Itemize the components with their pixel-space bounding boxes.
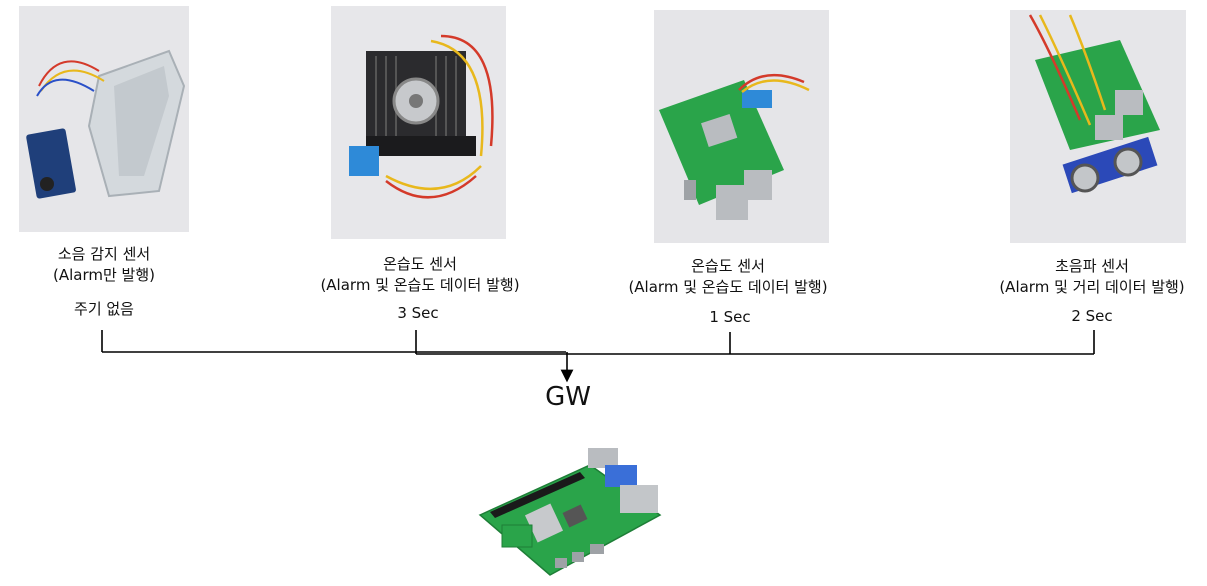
sensor-period: 3 Sec xyxy=(397,304,439,322)
temp-humidity-board-photo-1 xyxy=(331,6,506,239)
gateway-label: GW xyxy=(545,382,591,412)
gateway-board-image xyxy=(470,440,670,582)
sensor-description: (Alarm만 발행) xyxy=(52,266,155,284)
sensor-caption: 온습도 센서 (Alarm 및 온습도 데이터 발행) xyxy=(288,254,552,296)
sensor-period: 주기 없음 xyxy=(74,300,134,318)
ultrasonic-sensor-photo xyxy=(1010,10,1186,243)
sensor-period: 1 Sec xyxy=(709,308,751,326)
sensor-period: 2 Sec xyxy=(1071,307,1113,325)
sensor-caption: 소음 감지 센서 (Alarm만 발행) xyxy=(0,244,208,286)
temp-humidity-board-photo-2 xyxy=(654,10,829,243)
sensor-description: (Alarm 및 온습도 데이터 발행) xyxy=(628,278,828,296)
sensor-name: 온습도 센서 xyxy=(691,257,765,275)
sensor-name: 소음 감지 센서 xyxy=(57,245,151,263)
sensor-caption: 초음파 센서 (Alarm 및 거리 데이터 발행) xyxy=(968,256,1207,298)
sensor-description: (Alarm 및 거리 데이터 발행) xyxy=(999,278,1185,296)
sensor-caption: 온습도 센서 (Alarm 및 온습도 데이터 발행) xyxy=(596,256,860,298)
noise-sensor-photo xyxy=(19,6,189,232)
sensor-name: 초음파 센서 xyxy=(1055,257,1129,275)
sensor-description: (Alarm 및 온습도 데이터 발행) xyxy=(320,276,520,294)
sensor-name: 온습도 센서 xyxy=(383,255,457,273)
